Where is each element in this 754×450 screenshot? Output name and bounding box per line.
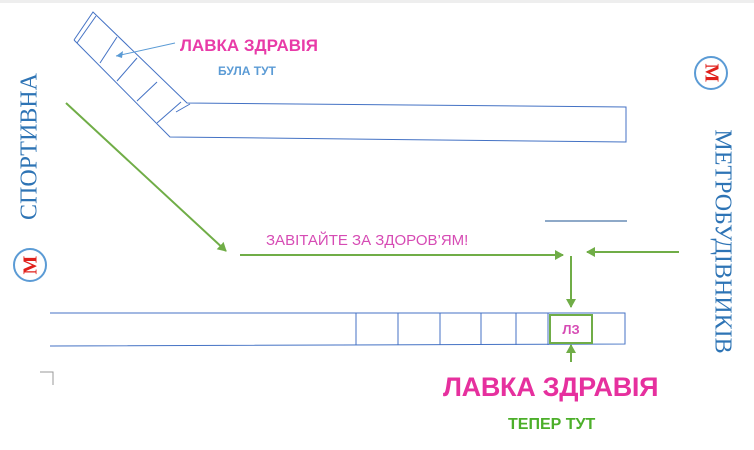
old-location-pointer-head xyxy=(116,51,123,58)
upper-building-section xyxy=(156,101,182,124)
upper-building-section xyxy=(116,57,138,82)
route-arrow-from-sportyvna xyxy=(65,102,227,252)
metro-station-metrobudivnykiv: МЕТРОБУДІВНИКІВ xyxy=(709,129,736,354)
metro-logo-letter: М xyxy=(699,63,722,83)
metro-logo-icon: М xyxy=(13,248,47,282)
corner-mark xyxy=(40,371,54,385)
old-location-subtitle: БУЛА ТУТ xyxy=(218,64,276,78)
welcome-text: ЗАВІТАЙТЕ ЗА ЗДОРОВ’ЯМ! xyxy=(266,232,469,249)
lower-building-outline xyxy=(49,312,626,347)
lower-building xyxy=(49,312,626,347)
metro-logo-letter: М xyxy=(18,255,41,275)
upper-building-section xyxy=(136,81,158,102)
old-location-pointer xyxy=(115,42,176,57)
old-location-title: ЛАВКА ЗДРАВІЯ xyxy=(180,36,318,55)
upper-building-outline xyxy=(73,11,627,143)
upper-building-section xyxy=(99,36,118,64)
new-location-subtitle: ТЕПЕР ТУТ xyxy=(508,416,596,433)
upper-building-divider xyxy=(175,103,191,113)
metro-station-sportyvna: СПОРТИВНА xyxy=(16,73,43,220)
upper-building-section xyxy=(76,15,97,44)
upper-building xyxy=(73,11,627,143)
top-border xyxy=(0,0,754,3)
new-location-marker: ЛЗ xyxy=(549,314,593,344)
new-location-title: ЛАВКА ЗДРАВІЯ xyxy=(443,372,659,402)
route-arrows xyxy=(65,102,679,362)
new-location-marker-label: ЛЗ xyxy=(562,321,580,337)
metro-logo-icon: М xyxy=(694,56,728,90)
